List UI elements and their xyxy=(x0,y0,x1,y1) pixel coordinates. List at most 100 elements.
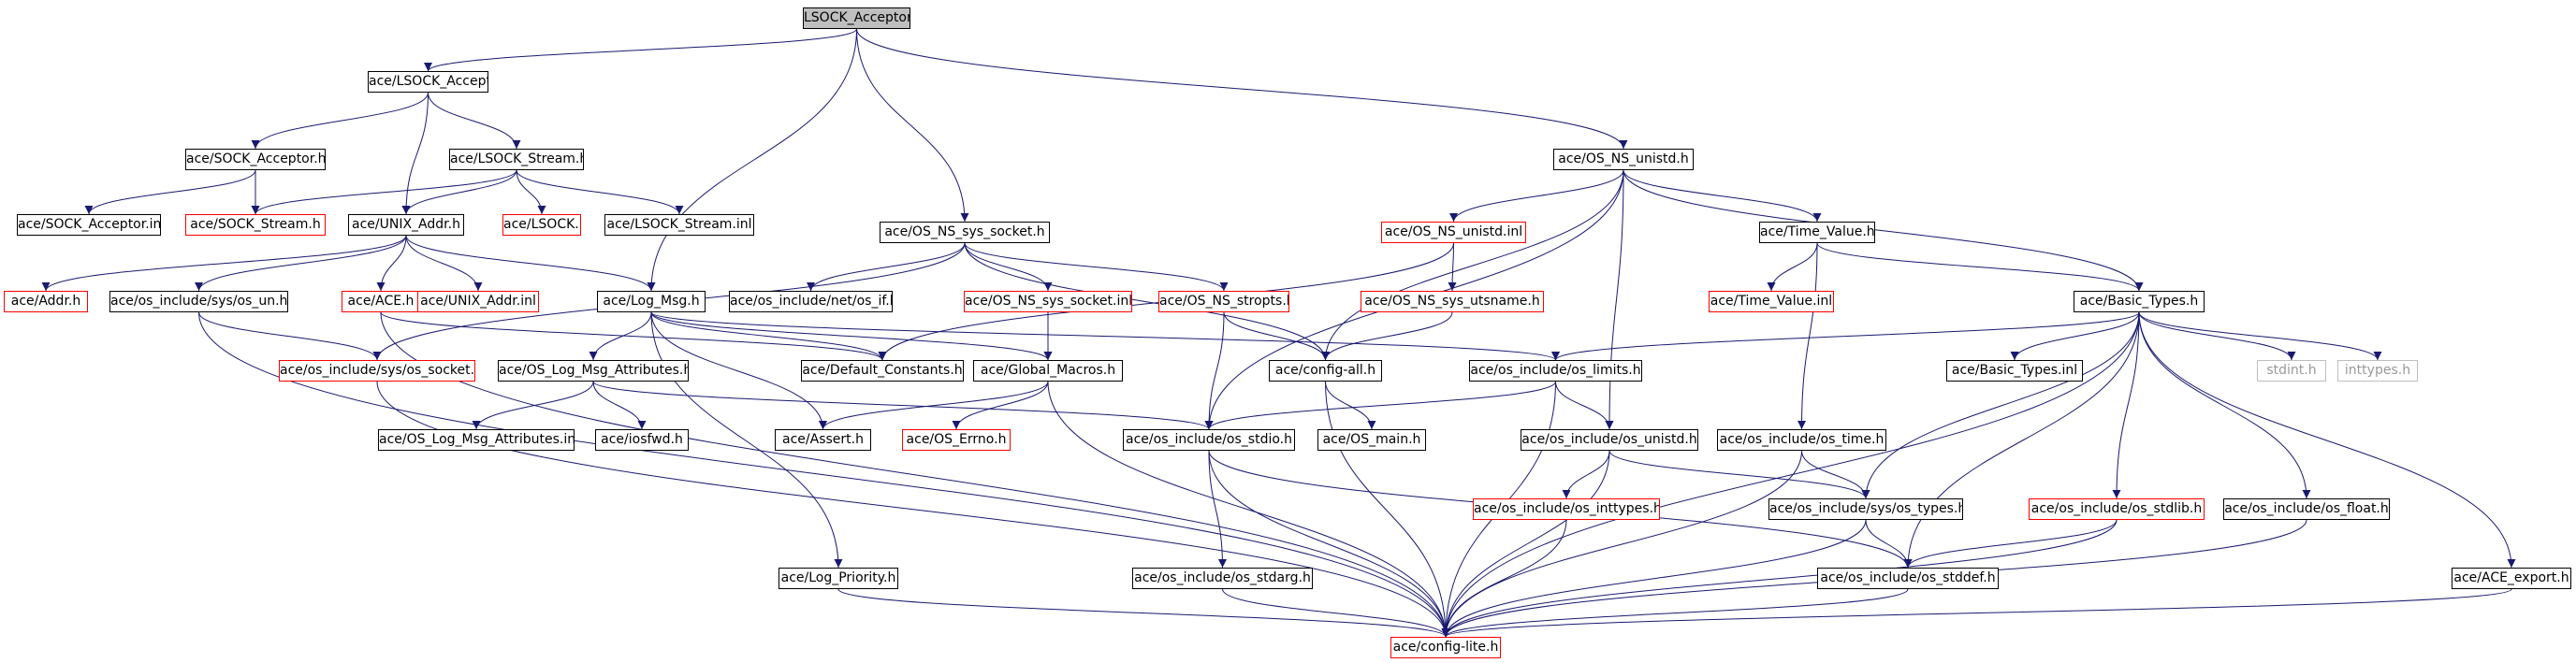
node-os-limits-h[interactable]: ace/os_include/os_limits.h xyxy=(1469,360,1642,382)
edge-log_msg_h-to-global_macros_h xyxy=(650,311,1053,361)
edge-basic_types_h-to-stdint_h xyxy=(2138,311,2296,361)
edge-os_stdlib_h-to-config_lite_h xyxy=(1441,519,2118,638)
node-os-un-h[interactable]: ace/os_include/sys/os_un.h xyxy=(109,291,288,312)
node-time-value-h[interactable]: ace/Time_Value.h xyxy=(1759,222,1875,243)
edge-config_all_h-to-os_main_h xyxy=(1325,381,1376,430)
node-sock-acceptor-h[interactable]: ace/SOCK_Acceptor.h xyxy=(185,149,326,170)
node-stdint-h[interactable]: stdint.h xyxy=(2257,360,2326,382)
node-default-constants-h[interactable]: ace/Default_Constants.h xyxy=(801,360,964,382)
edge-basic_types_h-to-inttypes_h xyxy=(2138,311,2382,361)
edge-lsock_stream_h-to-lsock_h xyxy=(516,169,546,215)
node-os-stdlib-h[interactable]: ace/os_include/os_stdlib.h xyxy=(2029,498,2205,520)
node-os-log-msg-attributes-h[interactable]: ace/OS_Log_Msg_Attributes.h xyxy=(498,360,689,382)
edge-basic_types_h-to-basic_types_inl xyxy=(2010,311,2140,361)
node-os-socket-h[interactable]: ace/os_include/sys/os_socket.h xyxy=(279,360,475,382)
node-unix-addr-inl[interactable]: ace/UNIX_Addr.inl xyxy=(417,291,539,312)
node-config-all-h[interactable]: ace/config-all.h xyxy=(1269,360,1382,382)
node-ace-h[interactable]: ace/ACE.h xyxy=(342,291,420,312)
node-os-errno-h[interactable]: ace/OS_Errno.h xyxy=(902,429,1011,451)
node-unix-addr-h[interactable]: ace/UNIX_Addr.h xyxy=(348,214,464,236)
edge-os_ns_unistd_h-to-os_ns_unistd_inl xyxy=(1449,169,1624,223)
edge-os_inttypes_h-to-config_lite_h xyxy=(1441,519,1567,638)
node-addr-h[interactable]: ace/Addr.h xyxy=(4,291,88,312)
edge-lsock_acceptor_h-to-unix_addr_h xyxy=(401,92,429,215)
node-os-main-h[interactable]: ace/OS_main.h xyxy=(1317,429,1426,451)
edge-log_msg_h-to-os_limits_h xyxy=(650,311,1560,361)
edge-os_ns_stropts_h-to-os_stdio_h xyxy=(1204,311,1225,430)
edge-lsock_stream_h-to-lsock_stream_inl xyxy=(516,169,684,215)
edge-os_ns_unistd_inl-to-os_ns_sys_utsname_h xyxy=(1448,242,1457,292)
node-global-macros-h[interactable]: ace/Global_Macros.h xyxy=(973,360,1123,382)
edge-lsock_stream_h-to-sock_stream_h xyxy=(251,169,517,215)
edge-os_unistd_h-to-os_inttypes_h xyxy=(1562,450,1610,499)
node-os-ns-stropts-h[interactable]: ace/OS_NS_stropts.h xyxy=(1158,291,1289,312)
node-time-value-inl[interactable]: ace/Time_Value.inl xyxy=(1709,291,1834,312)
edge-os_ns_unistd_h-to-config_all_h xyxy=(1321,169,1624,361)
node-sock-stream-h[interactable]: ace/SOCK_Stream.h xyxy=(185,214,326,236)
edge-os_stdarg_h-to-config_lite_h xyxy=(1222,588,1450,638)
node-os-unistd-h[interactable]: ace/os_include/os_unistd.h xyxy=(1521,429,1698,451)
edge-os_time_h-to-config_lite_h xyxy=(1441,450,1802,638)
node-os-ns-sys-utsname-h[interactable]: ace/OS_NS_sys_utsname.h xyxy=(1361,291,1544,312)
edge-root-to-os_ns_sys_socket_h xyxy=(856,28,969,223)
edge-root-to-os_ns_unistd_h xyxy=(856,28,1628,150)
edge-sock_acceptor_h-to-sock_acceptor_inl xyxy=(84,169,256,215)
edge-root-to-log_msg_h xyxy=(647,28,857,292)
node-assert-h[interactable]: ace/Assert.h xyxy=(775,429,871,451)
edge-os_unistd_h-to-os_types_h xyxy=(1608,450,1870,499)
node-os-ns-sys-socket-inl[interactable]: ace/OS_NS_sys_socket.inl xyxy=(964,291,1132,312)
node-ace-export-h[interactable]: ace/ACE_export.h xyxy=(2452,568,2571,589)
node-sock-acceptor-inl[interactable]: ace/SOCK_Acceptor.inl xyxy=(17,214,161,236)
edge-os_types_h-to-config_lite_h xyxy=(1441,519,1867,638)
edge-os_unistd_h-to-config_lite_h xyxy=(1441,450,1610,638)
node-os-stdio-h[interactable]: ace/os_include/os_stdio.h xyxy=(1123,429,1295,451)
node-log-priority-h[interactable]: ace/Log_Priority.h xyxy=(779,568,898,589)
edge-os_stddef_h-to-config_lite_h xyxy=(1441,588,1909,638)
node-lsock-acceptor-h[interactable]: ace/LSOCK_Acceptor.h xyxy=(368,71,488,93)
edge-os_stdlib_h-to-os_stddef_h xyxy=(1903,519,2118,569)
node-os-time-h[interactable]: ace/os_include/os_time.h xyxy=(1717,429,1886,451)
node-os-types-h[interactable]: ace/os_include/sys/os_types.h xyxy=(1768,498,1963,520)
edge-basic_types_h-to-ace_export_h xyxy=(2138,311,2516,569)
edge-unix_addr_h-to-ace_h xyxy=(376,235,407,292)
edge-ace_h-to-default_constants_h xyxy=(380,311,887,361)
node-os-stddef-h[interactable]: ace/os_include/os_stddef.h xyxy=(1817,568,1999,589)
node-log-msg-h[interactable]: ace/Log_Msg.h xyxy=(597,291,706,312)
node-basic-types-inl[interactable]: ace/Basic_Types.inl xyxy=(1946,360,2083,382)
edge-config_all_h-to-config_lite_h xyxy=(1325,381,1450,638)
node-os-ns-unistd-h[interactable]: ace/OS_NS_unistd.h xyxy=(1553,149,1694,170)
node-lsock-stream-h[interactable]: ace/LSOCK_Stream.h xyxy=(449,149,584,170)
edge-os_ns_sys_utsname_h-to-config_all_h xyxy=(1321,311,1453,361)
node-os-ns-sys-socket-h[interactable]: ace/OS_NS_sys_socket.h xyxy=(880,222,1050,243)
edge-global_macros_h-to-config_lite_h xyxy=(1047,381,1450,638)
node-lsock-h[interactable]: ace/LSOCK.h xyxy=(502,214,581,236)
node-os-stdarg-h[interactable]: ace/os_include/os_stdarg.h xyxy=(1132,568,1313,589)
edge-os_un_h-to-os_socket_h xyxy=(198,311,382,361)
node-lsock-stream-inl[interactable]: ace/LSOCK_Stream.inl xyxy=(604,214,754,236)
edge-basic_types_h-to-os_float_h xyxy=(2138,311,2311,499)
edge-os_ns_unistd_h-to-time_value_h xyxy=(1623,169,1822,223)
node-os-if-h[interactable]: ace/os_include/net/os_if.h xyxy=(729,291,893,312)
edge-global_macros_h-to-assert_h xyxy=(819,381,1049,430)
edge-global_macros_h-to-os_errno_h xyxy=(952,381,1049,430)
edge-log_msg_h-to-log_priority_h xyxy=(650,311,843,569)
edge-root-to-lsock_acceptor_h xyxy=(424,28,857,72)
node-os-ns-unistd-inl[interactable]: ace/OS_NS_unistd.inl xyxy=(1381,222,1526,243)
node-iosfwd-h[interactable]: ace/iosfwd.h xyxy=(595,429,689,451)
edge-basic_types_h-to-os_limits_h xyxy=(1551,311,2140,361)
edge-os_un_h-to-config_lite_h xyxy=(198,311,1450,638)
edge-os_log_msg_attributes_h-to-iosfwd_h xyxy=(592,381,647,430)
node-os-float-h[interactable]: ace/os_include/os_float.h xyxy=(2223,498,2390,520)
edge-os_socket_h-to-config_lite_h xyxy=(376,381,1450,638)
node-config-lite-h[interactable]: ace/config-lite.h xyxy=(1390,637,1501,658)
edge-os_ns_sys_socket_h-to-os_if_h xyxy=(807,242,966,292)
node-os-log-msg-attributes-inl[interactable]: ace/OS_Log_Msg_Attributes.inl xyxy=(378,429,575,451)
edge-os_ns_sys_socket_h-to-config_all_h xyxy=(964,242,1330,361)
node-inttypes-h[interactable]: inttypes.h xyxy=(2337,360,2418,382)
edge-basic_types_h-to-os_stdlib_h xyxy=(2112,311,2140,499)
node-os-inttypes-h[interactable]: ace/os_include/os_inttypes.h xyxy=(1473,498,1660,520)
edge-log_msg_h-to-os_log_msg_attributes_h xyxy=(589,311,652,361)
node-basic-types-h[interactable]: ace/Basic_Types.h xyxy=(2074,291,2205,312)
